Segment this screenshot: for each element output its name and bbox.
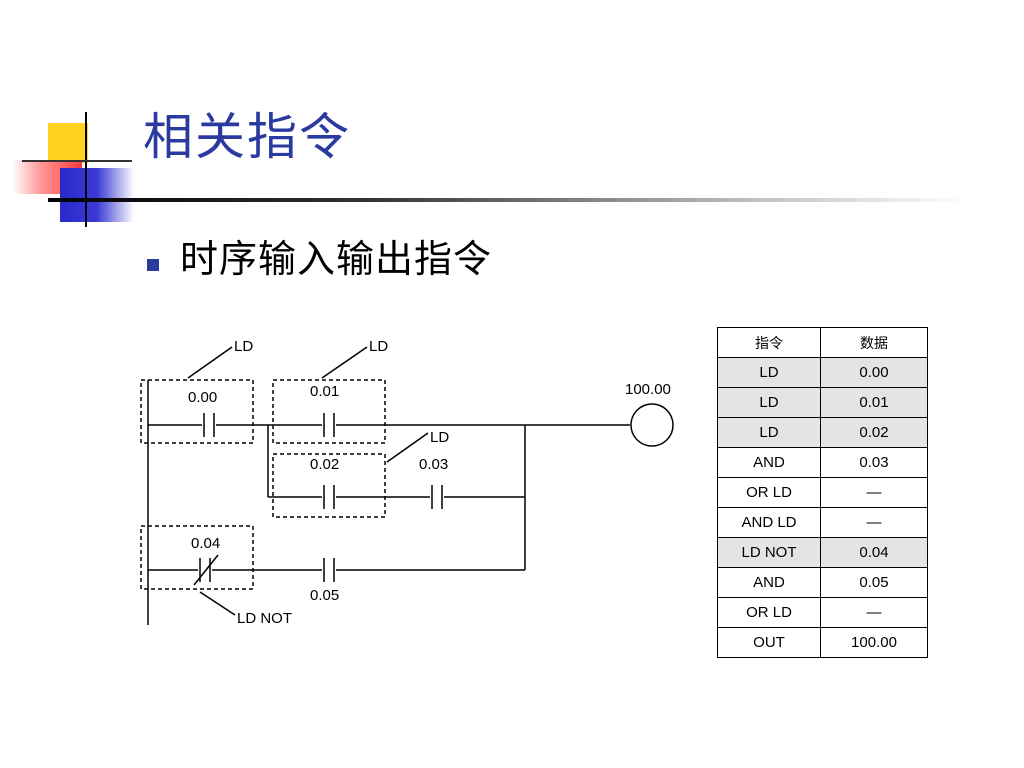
cell-instruction: OR LD xyxy=(717,477,821,508)
cell-data: — xyxy=(820,507,928,538)
header-data: 数据 xyxy=(820,327,928,358)
callout-leader-2 xyxy=(321,346,368,379)
callout-leader-1 xyxy=(187,346,233,379)
cell-instruction: OR LD xyxy=(717,597,821,628)
deco-blue-square xyxy=(60,168,134,222)
cell-instruction: LD NOT xyxy=(717,537,821,568)
callout-leader-4 xyxy=(199,591,236,616)
slide-title: 相关指令 xyxy=(143,108,351,166)
callout-ld-1: LD xyxy=(234,338,253,355)
cell-instruction: LD xyxy=(717,387,821,418)
header-instruction: 指令 xyxy=(717,327,821,358)
contact-label-0.05: 0.05 xyxy=(310,587,339,604)
cell-data: 0.03 xyxy=(820,447,928,478)
output-coil xyxy=(630,403,674,447)
deco-vertical-line xyxy=(85,112,87,227)
cell-instruction: AND LD xyxy=(717,507,821,538)
callout-leader-3 xyxy=(386,432,429,463)
contact-label-0.02: 0.02 xyxy=(310,456,339,473)
output-label: 100.00 xyxy=(625,381,671,398)
table-row: AND LD— xyxy=(717,507,928,538)
table-row: OR LD— xyxy=(717,597,928,628)
cell-instruction: LD xyxy=(717,417,821,448)
title-underline xyxy=(48,198,968,202)
ladder-diagram: LD LD LD LD NOT 0.00 0.01 0.02 0.03 0.04… xyxy=(140,338,674,627)
bullet-marker xyxy=(147,259,159,271)
contact-0.04-nc-slash xyxy=(193,554,219,586)
cell-data: 0.02 xyxy=(820,417,928,448)
cell-data: 0.05 xyxy=(820,567,928,598)
contact-label-0.04: 0.04 xyxy=(191,535,220,552)
contact-label-0.03: 0.03 xyxy=(419,456,448,473)
cell-data: — xyxy=(820,477,928,508)
cell-data: 100.00 xyxy=(820,627,928,658)
callout-ld-not: LD NOT xyxy=(237,610,292,627)
deco-horizontal-line xyxy=(22,160,132,162)
table-header-row: 指令 数据 xyxy=(717,327,928,358)
cell-instruction: AND xyxy=(717,567,821,598)
deco-yellow-square xyxy=(48,123,88,163)
callout-ld-3: LD xyxy=(430,429,449,446)
group-box-0.01 xyxy=(272,379,386,444)
group-box-0.04 xyxy=(140,525,254,590)
cell-instruction: LD xyxy=(717,357,821,388)
cell-data: — xyxy=(820,597,928,628)
cell-instruction: AND xyxy=(717,447,821,478)
group-box-0.02 xyxy=(272,453,386,518)
cell-data: 0.01 xyxy=(820,387,928,418)
table-row: OR LD— xyxy=(717,477,928,508)
callout-ld-2: LD xyxy=(369,338,388,355)
cell-data: 0.04 xyxy=(820,537,928,568)
cell-data: 0.00 xyxy=(820,357,928,388)
contact-label-0.00: 0.00 xyxy=(188,389,217,406)
bullet-text: 时序输入输出指令 xyxy=(180,237,493,281)
contact-label-0.01: 0.01 xyxy=(310,383,339,400)
cell-instruction: OUT xyxy=(717,627,821,658)
group-box-0.00 xyxy=(140,379,254,444)
